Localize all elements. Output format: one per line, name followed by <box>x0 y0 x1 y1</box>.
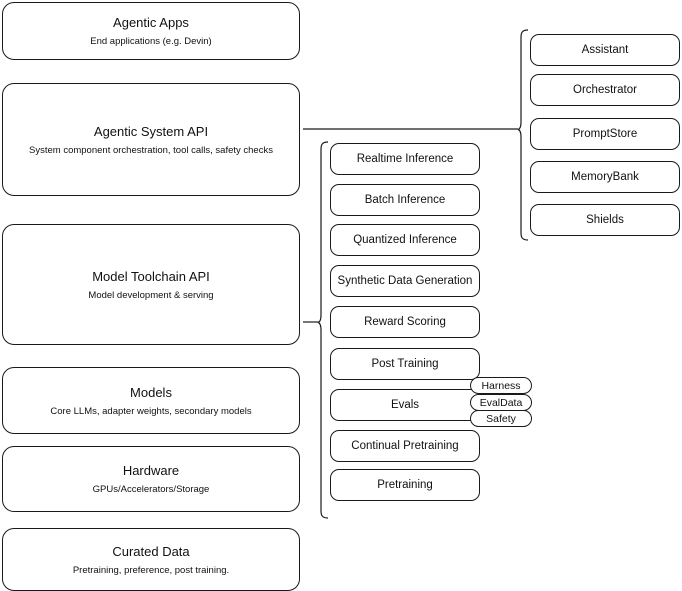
system-component-orchestrator[interactable]: Orchestrator <box>530 74 680 106</box>
stack-layer-subtitle: System component orchestration, tool cal… <box>29 144 273 156</box>
eval-tag-harness[interactable]: Harness <box>470 377 532 394</box>
toolchain-item-quantized-inference[interactable]: Quantized Inference <box>330 224 480 256</box>
toolchain-item-label: Batch Inference <box>364 194 446 206</box>
system-component-promptstore[interactable]: PromptStore <box>530 118 680 150</box>
stack-layer-subtitle: End applications (e.g. Devin) <box>90 36 212 47</box>
toolchain-item-label: Quantized Inference <box>353 234 457 246</box>
system-component-label: Shields <box>586 214 624 226</box>
toolchain-item-label: Synthetic Data Generation <box>337 275 473 287</box>
stack-layer-agentic-apps[interactable]: Agentic Apps End applications (e.g. Devi… <box>2 2 300 60</box>
toolchain-item-post-training[interactable]: Post Training <box>330 348 480 380</box>
stack-layer-title: Hardware <box>122 463 180 478</box>
stack-layer-subtitle: GPUs/Accelerators/Storage <box>92 484 210 495</box>
eval-tag-label: EvalData <box>479 396 523 409</box>
stack-layer-hardware[interactable]: Hardware GPUs/Accelerators/Storage <box>2 446 300 512</box>
stack-layer-agentic-system-api[interactable]: Agentic System API System component orch… <box>2 83 300 196</box>
toolchain-item-pretraining[interactable]: Pretraining <box>330 469 480 501</box>
stack-layer-curated-data[interactable]: Curated Data Pretraining, preference, po… <box>2 528 300 591</box>
stack-layer-title: Models <box>130 384 172 400</box>
eval-tag-label: Harness <box>481 379 521 392</box>
stack-layer-models[interactable]: Models Core LLMs, adapter weights, secon… <box>2 367 300 434</box>
toolchain-item-label: Evals <box>390 399 420 411</box>
stack-layer-title: Curated Data <box>112 543 190 559</box>
stack-layer-title: Agentic Apps <box>113 15 189 30</box>
toolchain-item-label: Realtime Inference <box>356 153 454 165</box>
system-component-label: Orchestrator <box>573 84 637 96</box>
brace-system-components <box>517 29 529 241</box>
stack-layer-model-toolchain-api[interactable]: Model Toolchain API Model development & … <box>2 224 300 345</box>
system-component-memorybank[interactable]: MemoryBank <box>530 161 680 193</box>
system-component-label: Assistant <box>581 44 629 56</box>
toolchain-item-realtime-inference[interactable]: Realtime Inference <box>330 143 480 175</box>
toolchain-item-reward-scoring[interactable]: Reward Scoring <box>330 306 480 338</box>
toolchain-item-continual-pretraining[interactable]: Continual Pretraining <box>330 430 480 462</box>
toolchain-item-label: Continual Pretraining <box>351 440 459 452</box>
eval-tag-safety[interactable]: Safety <box>470 410 532 427</box>
stack-layer-title: Model Toolchain API <box>92 268 210 284</box>
toolchain-item-batch-inference[interactable]: Batch Inference <box>330 184 480 216</box>
toolchain-item-evals[interactable]: Evals <box>330 389 480 421</box>
stack-layer-subtitle: Pretraining, preference, post training. <box>72 564 230 576</box>
system-component-shields[interactable]: Shields <box>530 204 680 236</box>
toolchain-item-synthetic-data-generation[interactable]: Synthetic Data Generation <box>330 265 480 297</box>
system-component-label: MemoryBank <box>571 171 639 183</box>
toolchain-item-label: Reward Scoring <box>364 316 446 328</box>
stack-layer-subtitle: Core LLMs, adapter weights, secondary mo… <box>50 405 252 417</box>
toolchain-item-label: Post Training <box>371 358 439 370</box>
toolchain-item-label: Pretraining <box>377 479 433 491</box>
system-component-label: PromptStore <box>572 128 638 140</box>
eval-tag-evaldata[interactable]: EvalData <box>470 394 532 411</box>
system-component-assistant[interactable]: Assistant <box>530 34 680 66</box>
eval-tag-label: Safety <box>486 412 516 425</box>
brace-toolchain-components <box>317 141 329 519</box>
stack-layer-title: Agentic System API <box>93 123 209 139</box>
stack-layer-subtitle: Model development & serving <box>88 289 214 301</box>
